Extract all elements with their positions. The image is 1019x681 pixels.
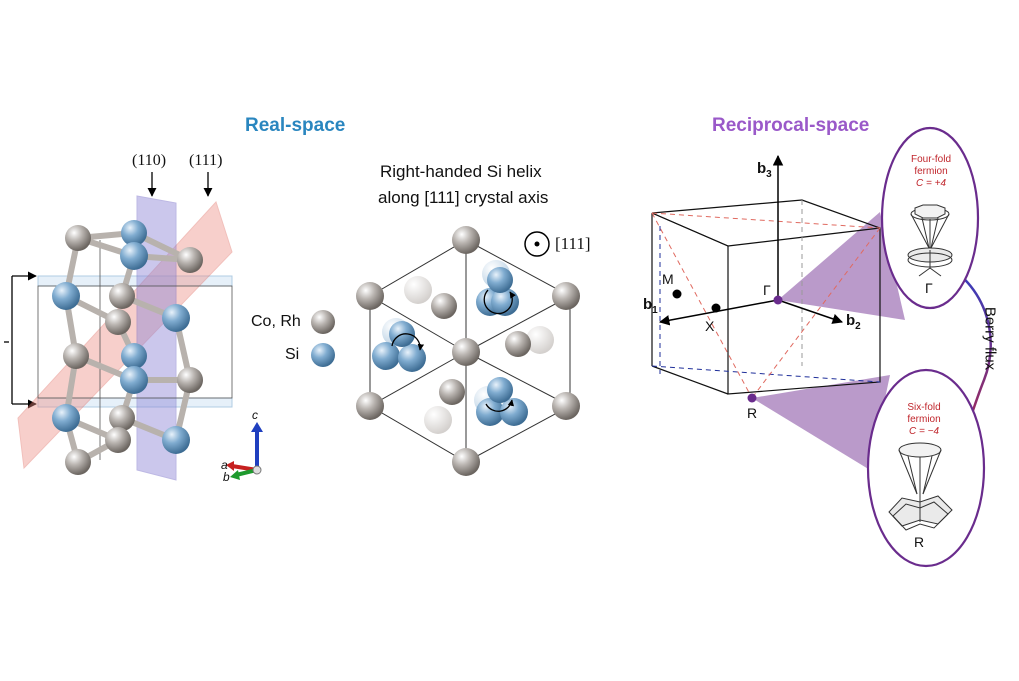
point-m-label: M bbox=[662, 271, 674, 287]
four-fold-cone-icon bbox=[907, 204, 953, 277]
point-gamma-label: Γ bbox=[763, 282, 771, 298]
plane-110-label: (110) bbox=[132, 152, 167, 169]
co-rh-atom bbox=[552, 392, 580, 420]
legend-si-label: Si bbox=[285, 346, 300, 363]
real-space-title: Real-space bbox=[245, 115, 346, 136]
legend-co-rh-label: Co, Rh bbox=[251, 313, 301, 330]
direction-111-label: [111] bbox=[555, 234, 591, 253]
bz-dashed-lines bbox=[651, 200, 881, 399]
reciprocal-space-panel bbox=[651, 126, 992, 568]
berry-flux-label: Berry flux bbox=[981, 306, 999, 371]
b3-label: b3 bbox=[757, 160, 772, 180]
axis-a-label: a bbox=[221, 458, 228, 472]
si-atom bbox=[120, 366, 148, 394]
point-gamma-marker bbox=[773, 295, 783, 305]
axis-triad bbox=[226, 422, 263, 480]
four-fold-fermion-label: Four-fold fermion C = +4 bbox=[910, 154, 951, 189]
si-atom bbox=[121, 220, 147, 246]
six-fold-cone-icon bbox=[888, 442, 953, 531]
si-atom bbox=[162, 304, 190, 332]
helix-caption-line2: along [111] crystal axis bbox=[378, 188, 549, 207]
si-helix-cluster bbox=[476, 377, 528, 426]
co-rh-atom bbox=[452, 338, 480, 366]
co-rh-atom bbox=[505, 331, 531, 357]
unit-cell-edges bbox=[37, 240, 233, 460]
unit-cell-bracket bbox=[4, 271, 37, 409]
co-rh-atom bbox=[109, 405, 135, 431]
si-atom bbox=[52, 404, 80, 432]
co-rh-atom bbox=[452, 226, 480, 254]
co-rh-atoms-hex bbox=[356, 226, 580, 476]
cone-region-top bbox=[778, 212, 905, 320]
real-space-panel bbox=[4, 172, 335, 481]
co-rh-atom bbox=[356, 282, 384, 310]
b1-label: b1 bbox=[643, 296, 658, 316]
legend-si-atom bbox=[311, 343, 335, 367]
si-atom bbox=[120, 242, 148, 270]
hexagon-spokes bbox=[369, 240, 571, 462]
dot-in-circle-icon bbox=[524, 231, 550, 257]
point-r-label: R bbox=[747, 405, 758, 421]
si-atom bbox=[121, 343, 147, 369]
b2-label: b2 bbox=[846, 312, 861, 332]
point-x-marker bbox=[711, 303, 721, 313]
si-atom bbox=[162, 426, 190, 454]
point-m-marker bbox=[672, 289, 682, 299]
co-rh-atom bbox=[552, 282, 580, 310]
cone-region-bottom bbox=[752, 375, 890, 470]
co-rh-atom bbox=[109, 283, 135, 309]
axis-b-label: b bbox=[223, 470, 230, 484]
helix-panel bbox=[356, 226, 580, 476]
helix-caption-line1: Right-handed Si helix bbox=[380, 162, 542, 181]
co-rh-atom bbox=[65, 225, 91, 251]
co-rh-atom bbox=[63, 343, 89, 369]
co-rh-atom bbox=[431, 293, 457, 319]
co-rh-atom bbox=[177, 367, 203, 393]
co-rh-atom bbox=[105, 427, 131, 453]
crystal-atoms bbox=[52, 220, 203, 475]
axis-c-label: c bbox=[252, 408, 258, 422]
co-rh-atom bbox=[177, 247, 203, 273]
co-rh-atom bbox=[439, 379, 465, 405]
six-fold-r-label: R bbox=[914, 534, 925, 550]
si-helix-cluster bbox=[476, 267, 519, 316]
co-rh-atom bbox=[105, 309, 131, 335]
legend-co-rh-atom bbox=[311, 310, 335, 334]
si-helix-cluster bbox=[372, 321, 426, 372]
co-rh-atom bbox=[65, 449, 91, 475]
reciprocal-space-title: Reciprocal-space bbox=[712, 115, 870, 136]
co-rh-atom bbox=[356, 392, 384, 420]
point-r-marker bbox=[747, 393, 757, 403]
four-fold-gamma-label: Γ bbox=[925, 280, 933, 296]
point-x-label: X bbox=[705, 318, 715, 334]
co-rh-atom bbox=[452, 448, 480, 476]
six-fold-fermion-circle bbox=[866, 368, 986, 568]
si-atom bbox=[52, 282, 80, 310]
six-fold-fermion-label: Six-fold fermion C = −4 bbox=[907, 402, 941, 437]
plane-111-label: (111) bbox=[189, 152, 223, 169]
